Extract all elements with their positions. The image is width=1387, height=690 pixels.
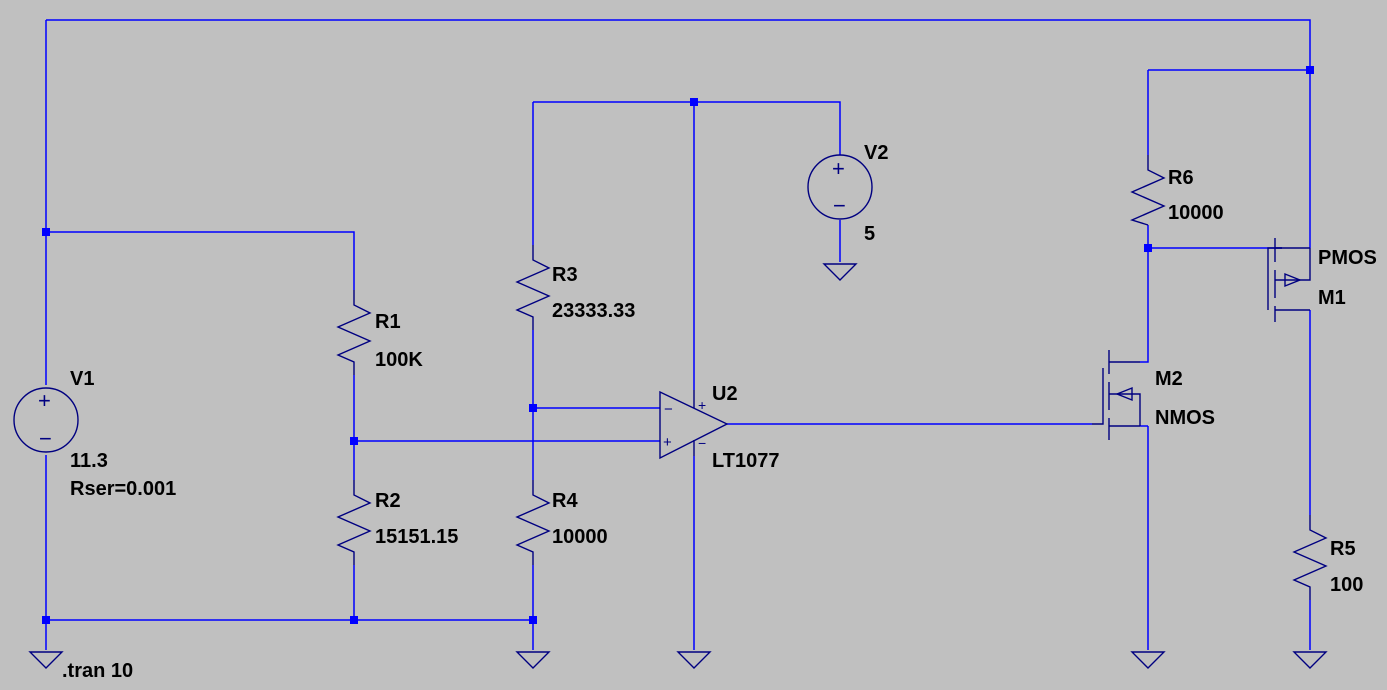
ground-icon <box>822 263 858 281</box>
u2-ref-label: U2 <box>712 383 738 405</box>
v2-minus-sign: − <box>833 193 846 218</box>
v1-plus-sign: + <box>38 388 51 413</box>
junction-dot <box>1144 244 1152 252</box>
wires <box>45 19 1311 650</box>
opamp-in-minus-pin: − <box>664 401 673 418</box>
m1-type-label: PMOS <box>1318 247 1377 269</box>
resistor-r1[interactable]: R1 100K <box>336 290 423 375</box>
v2-ref-label: V2 <box>864 142 888 164</box>
junction-dot <box>529 616 537 624</box>
v1-value-label: 11.3 <box>70 450 108 472</box>
junction-dot <box>1306 66 1314 74</box>
voltage-source-v2[interactable]: + − V2 5 <box>807 142 888 245</box>
junction-dot <box>529 404 537 412</box>
junction-dot <box>350 616 358 624</box>
v1-rser-label: Rser=0.001 <box>70 478 176 500</box>
r4-ref-label: R4 <box>552 490 578 512</box>
junction-dot <box>350 437 358 445</box>
ground-symbols <box>28 263 1328 669</box>
r4-value-label: 10000 <box>552 526 608 548</box>
ground-icon <box>1292 651 1328 669</box>
junction-dot <box>42 228 50 236</box>
r5-value-label: 100 <box>1330 574 1363 596</box>
ground-icon <box>515 651 551 669</box>
opamp-u2[interactable]: − + + − U2 LT1077 <box>659 383 779 472</box>
m2-type-label: NMOS <box>1155 407 1215 429</box>
resistor-r4[interactable]: R4 10000 <box>515 480 608 565</box>
nmos-m2[interactable]: M2 NMOS <box>1092 350 1215 440</box>
r1-ref-label: R1 <box>375 311 401 333</box>
opamp-supply-minus-pin: − <box>698 435 706 451</box>
r2-ref-label: R2 <box>375 490 401 512</box>
r6-ref-label: R6 <box>1168 167 1194 189</box>
r3-value-label: 23333.33 <box>552 300 635 322</box>
v2-value-label: 5 <box>864 223 875 245</box>
resistor-r2[interactable]: R2 15151.15 <box>336 480 458 565</box>
opamp-supply-plus-pin: + <box>698 397 706 413</box>
v1-minus-sign: − <box>39 426 52 451</box>
junction-dot <box>690 98 698 106</box>
ground-icon <box>676 651 712 669</box>
resistor-r5[interactable]: R5 100 <box>1292 515 1363 600</box>
r2-value-label: 15151.15 <box>375 526 458 548</box>
opamp-in-plus-pin: + <box>663 434 672 451</box>
junctions <box>42 66 1314 624</box>
resistor-r6[interactable]: R6 10000 <box>1130 155 1224 226</box>
r1-value-label: 100K <box>375 349 423 371</box>
u2-model-label: LT1077 <box>712 450 779 472</box>
ground-icon <box>1130 651 1166 669</box>
r3-ref-label: R3 <box>552 264 578 286</box>
v1-ref-label: V1 <box>70 368 94 390</box>
voltage-source-v1[interactable]: + − V1 11.3 Rser=0.001 <box>13 368 176 500</box>
resistor-r3[interactable]: R3 23333.33 <box>515 245 635 330</box>
ground-icon <box>28 651 64 669</box>
spice-directive[interactable]: .tran 10 <box>62 660 133 682</box>
v2-plus-sign: + <box>832 156 845 181</box>
m2-ref-label: M2 <box>1155 368 1183 390</box>
pmos-m1[interactable]: PMOS M1 <box>1267 238 1377 322</box>
m1-ref-label: M1 <box>1318 287 1346 309</box>
r6-value-label: 10000 <box>1168 202 1224 224</box>
junction-dot <box>42 616 50 624</box>
r5-ref-label: R5 <box>1330 538 1356 560</box>
